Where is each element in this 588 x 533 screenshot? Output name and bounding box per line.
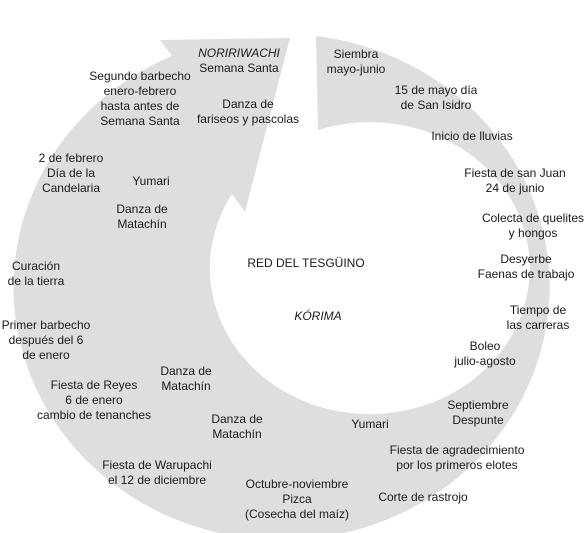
label-agradecimiento: Fiesta de agradecimiento por los primero… <box>389 443 525 472</box>
label-san-juan: Fiesta de san Juan 24 de junio <box>464 166 566 195</box>
center-title: RED DEL TESGÜINO <box>247 256 365 270</box>
label-curacion: Curación de la tierra <box>7 259 65 288</box>
label-primer-barbecho: Primer barbecho después del 6 de enero <box>1 318 91 362</box>
label-noririwachi: NORIRIWACHI Semana Santa <box>198 46 280 75</box>
label-siembra: Siembra mayo-junio <box>326 47 386 76</box>
label-boleo: Boleo julio-agosto <box>454 339 516 368</box>
label-yumari-left: Yumari <box>132 174 170 188</box>
label-pizca: Octubre-noviembre Pizca (Cosecha del maí… <box>244 477 350 521</box>
label-rastrojo: Corte de rastrojo <box>378 490 468 504</box>
circular-arrow-band <box>13 36 550 533</box>
label-matachin-upper-left: Danza de Matachín <box>116 202 168 231</box>
label-septiembre: Septiembre Despunte <box>447 398 509 427</box>
label-segundo-barbecho: Segundo barbecho enero-febrero hasta ant… <box>89 69 191 128</box>
label-warupachi: Fiesta de Warupachi el 12 de diciembre <box>102 458 212 487</box>
center-subtitle: KÓRIMA <box>294 309 342 323</box>
label-quelites: Colecta de quelites y hongos <box>481 211 585 240</box>
label-yumari-right: Yumari <box>351 417 389 431</box>
label-desyerbe: Desyerbe Faenas de trabajo <box>477 252 575 281</box>
label-carreras: Tiempo de las carreras <box>506 303 570 332</box>
label-candelaria: 2 de febrero Día de la Candelaria <box>38 151 104 195</box>
label-san-isidro: 15 de mayo día de San Isidro <box>394 83 478 112</box>
label-matachin-lower-left: Danza de Matachín <box>160 364 212 393</box>
label-matachin-bottom: Danza de Matachín <box>211 412 263 441</box>
label-lluvias: Inicio de lluvias <box>431 129 513 143</box>
label-danza-fariseos: Danza de fariseos y pascolas <box>196 97 300 126</box>
label-reyes: Fiesta de Reyes 6 de enero cambio de ten… <box>36 378 152 422</box>
